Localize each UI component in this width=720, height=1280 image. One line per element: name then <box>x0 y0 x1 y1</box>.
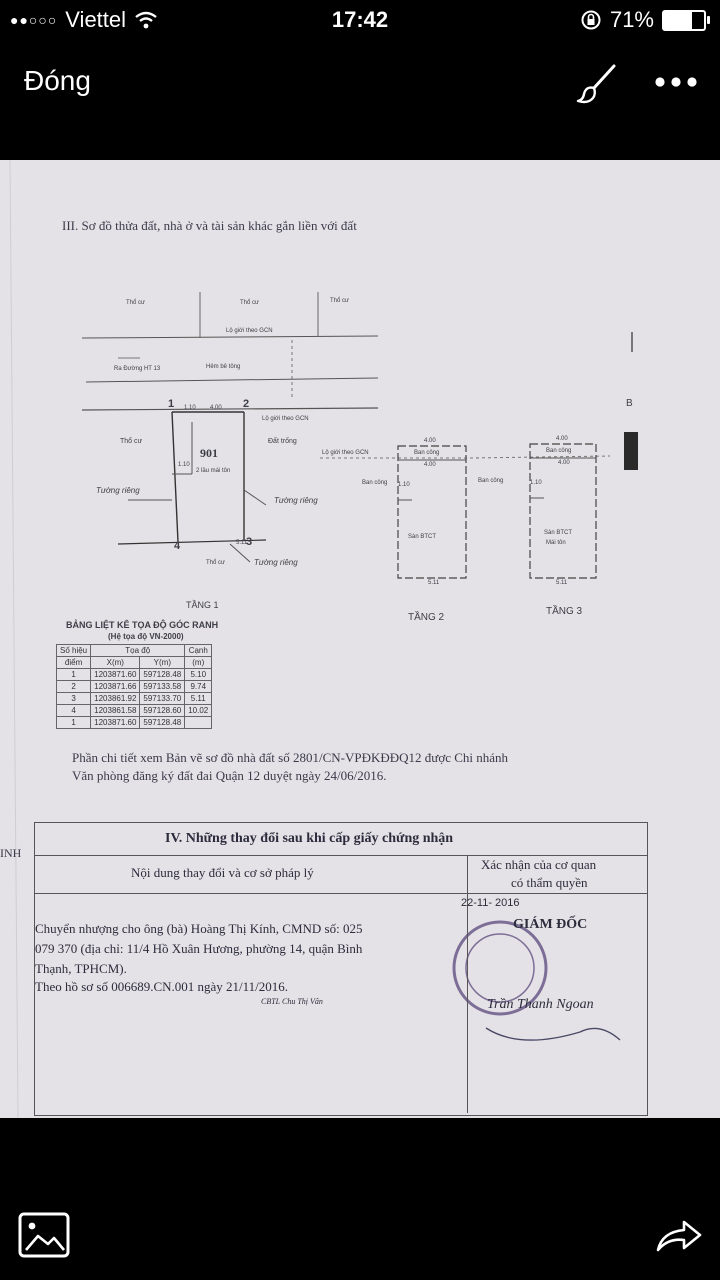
date-stamp: 22-11- 2016 <box>461 897 520 909</box>
director-signature: Trần Thanh Ngoan <box>487 997 594 1012</box>
land-plot-diagram <box>9 160 638 1118</box>
section4-table: IV. Những thay đổi sau khi cấp giấy chứn… <box>34 822 648 1116</box>
wifi-icon <box>135 11 157 29</box>
director-title: GIÁM ĐỐC <box>513 917 588 932</box>
status-bar: ●●○○○ Viettel 17:42 71% <box>0 0 720 40</box>
column-left-header: Nội dung thay đổi và cơ sở pháp lý <box>131 865 314 880</box>
brush-icon[interactable] <box>574 60 620 106</box>
document-photo[interactable]: III. Sơ đồ thửa đất, nhà ở và tài sản kh… <box>0 160 720 1118</box>
battery-icon <box>662 9 710 31</box>
share-icon[interactable] <box>656 1218 702 1254</box>
floor-3-label: TẦNG 3 <box>546 606 583 617</box>
battery-percent: 71% <box>609 7 654 32</box>
navigation-bar: Đóng <box>0 40 720 130</box>
section4-title: IV. Những thay đổi sau khi cấp giấy chứn… <box>165 831 454 846</box>
more-icon[interactable] <box>652 70 700 94</box>
bottom-toolbar <box>0 1118 720 1280</box>
section3-title: III. Sơ đồ thửa đất, nhà ở và tài sản kh… <box>62 218 357 233</box>
clock: 17:42 <box>331 7 389 32</box>
point-1: 1 <box>168 398 175 410</box>
coordinate-table: Số hiệu Tọa độ Cạnh điểm X(m) Y(m) (m) 1… <box>55 644 213 729</box>
point-4: 4 <box>174 540 181 552</box>
detail-note-line-2: Văn phòng đăng ký đất đai Quận 12 duyệt … <box>72 768 387 783</box>
floor-1-label: TẦNG 1 <box>186 600 219 610</box>
table-subtitle: (Hệ tọa độ VN-2000) <box>108 632 184 641</box>
official-seal <box>452 920 548 1016</box>
detail-note-line-1: Phần chi tiết xem Bản vẽ sơ đồ nhà đất s… <box>72 750 509 765</box>
carrier-label: Viettel <box>65 7 127 32</box>
signal-strength-icon: ●●○○○ <box>10 12 58 28</box>
clerk-signature: CBTL Chu Thị Vân <box>261 997 323 1006</box>
point-2: 2 <box>243 398 250 410</box>
point-3: 3 <box>246 536 253 548</box>
lot-number: 901 <box>200 446 218 460</box>
table-title: BẢNG LIỆT KÊ TỌA ĐỘ GÓC RANH <box>66 620 219 630</box>
orientation-lock-icon <box>581 10 601 30</box>
floor-2-label: TẦNG 2 <box>408 612 445 623</box>
photos-icon[interactable] <box>18 1212 70 1258</box>
close-button[interactable]: Đóng <box>24 65 91 96</box>
